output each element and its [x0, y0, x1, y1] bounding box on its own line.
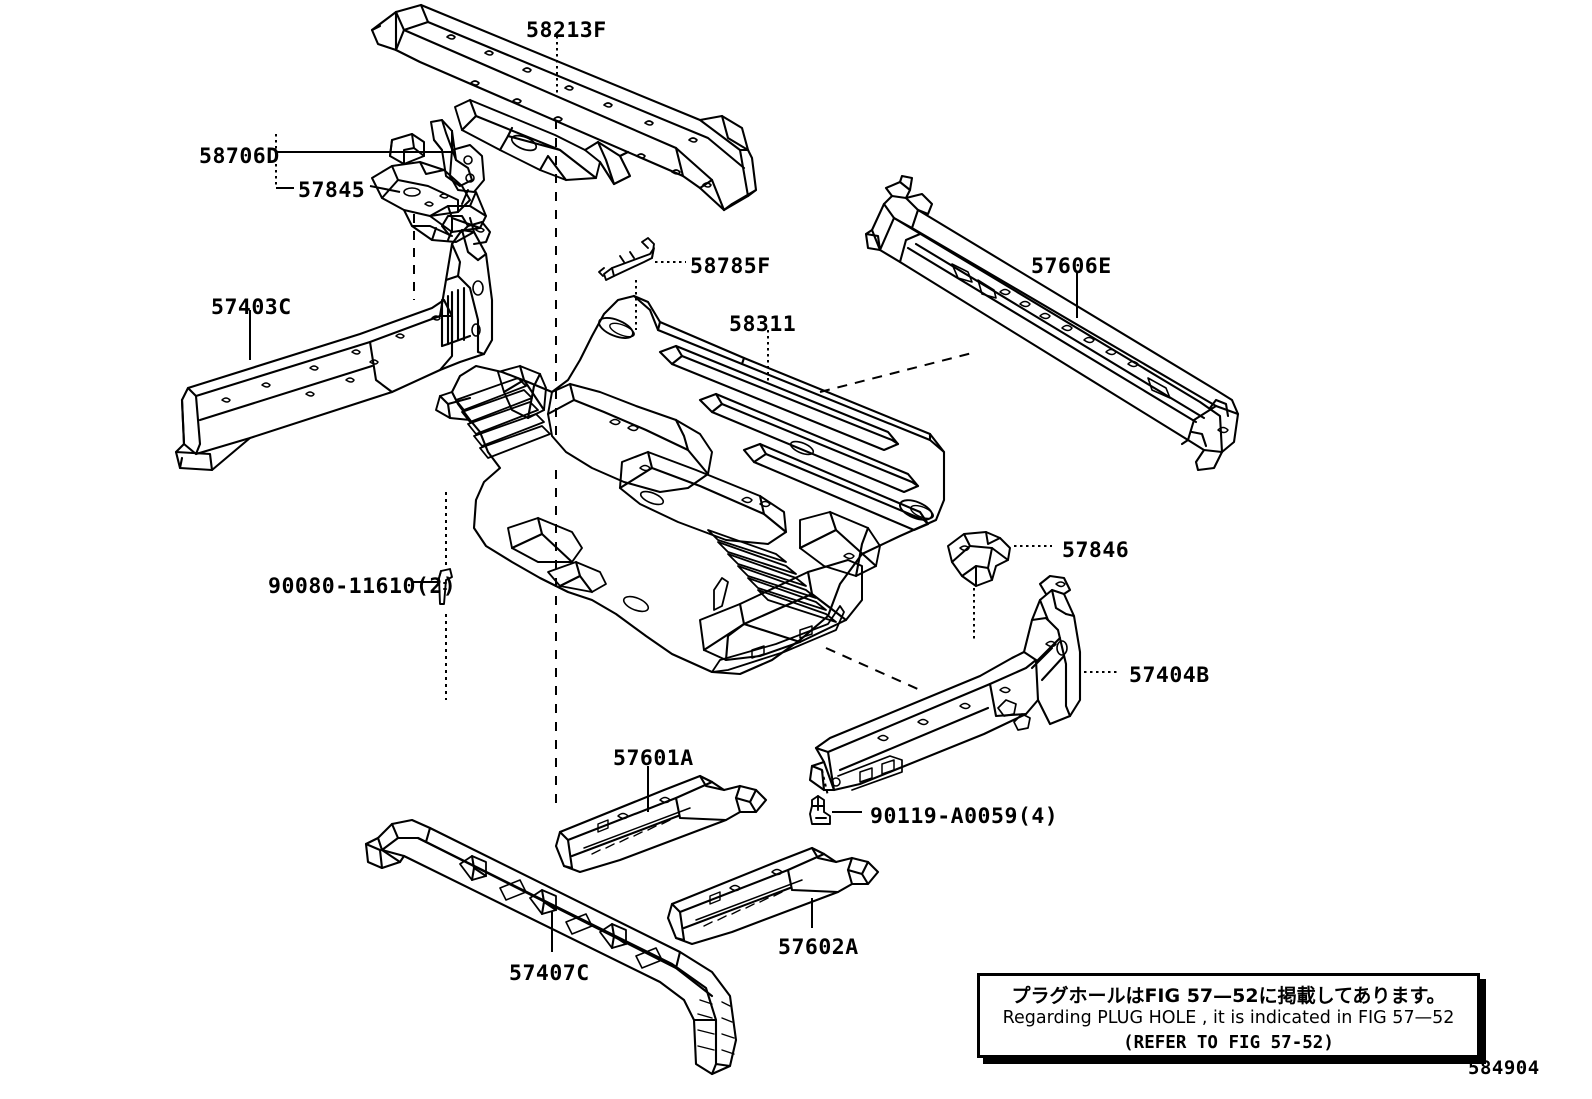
part-57846-bracket — [947, 531, 1011, 587]
part-label-58785F: 58785F — [690, 254, 771, 279]
part-58213F-crossmember — [370, 3, 758, 212]
part-label-58311: 58311 — [729, 312, 797, 337]
leader-lines — [249, 36, 1120, 952]
figure-number: 584904 — [1468, 1057, 1540, 1079]
note-line-english: Regarding PLUG HOLE , it is indicated in… — [1002, 1008, 1455, 1028]
part-label-57404B: 57404B — [1129, 663, 1210, 688]
part-label-90119-A0059: 90119-A0059(4) — [870, 804, 1059, 829]
part-label-57845: 57845 — [298, 178, 366, 203]
fastener-90119-A0059 — [809, 795, 831, 825]
part-57404B-side-rail — [808, 574, 1082, 792]
part-label-57602A: 57602A — [778, 935, 859, 960]
part-label-57601A: 57601A — [613, 746, 694, 771]
part-label-57407C: 57407C — [509, 961, 590, 986]
part-57601A-member — [554, 774, 768, 874]
part-label-57846: 57846 — [1062, 538, 1130, 563]
plug-hole-note-box: プラグホールはFIG 57—52に掲載してあります。 Regarding PLU… — [977, 973, 1480, 1058]
fastener-90080-11610 — [438, 568, 453, 605]
part-58311-floor-pan — [435, 294, 946, 676]
part-57407C-crossmember — [364, 818, 738, 1076]
part-label-90080-11610: 90080-11610(2) — [268, 574, 457, 599]
part-label-58213F: 58213F — [526, 18, 607, 43]
part-57403C-side-rail — [174, 214, 494, 472]
note-line-japanese: プラグホールはFIG 57—52に掲載してあります。 — [1011, 985, 1446, 1007]
part-57602A-member — [666, 846, 880, 946]
part-58785F-clip — [598, 237, 655, 281]
note-line-refer: (REFER TO FIG 57-52) — [1123, 1033, 1334, 1053]
part-label-57606E: 57606E — [1031, 254, 1112, 279]
part-label-58706D: 58706D — [199, 144, 280, 169]
part-58706D-57845-bracket-assembly — [371, 119, 487, 243]
part-label-57403C: 57403C — [211, 295, 292, 320]
part-57606E-rear-rail — [864, 174, 1240, 472]
